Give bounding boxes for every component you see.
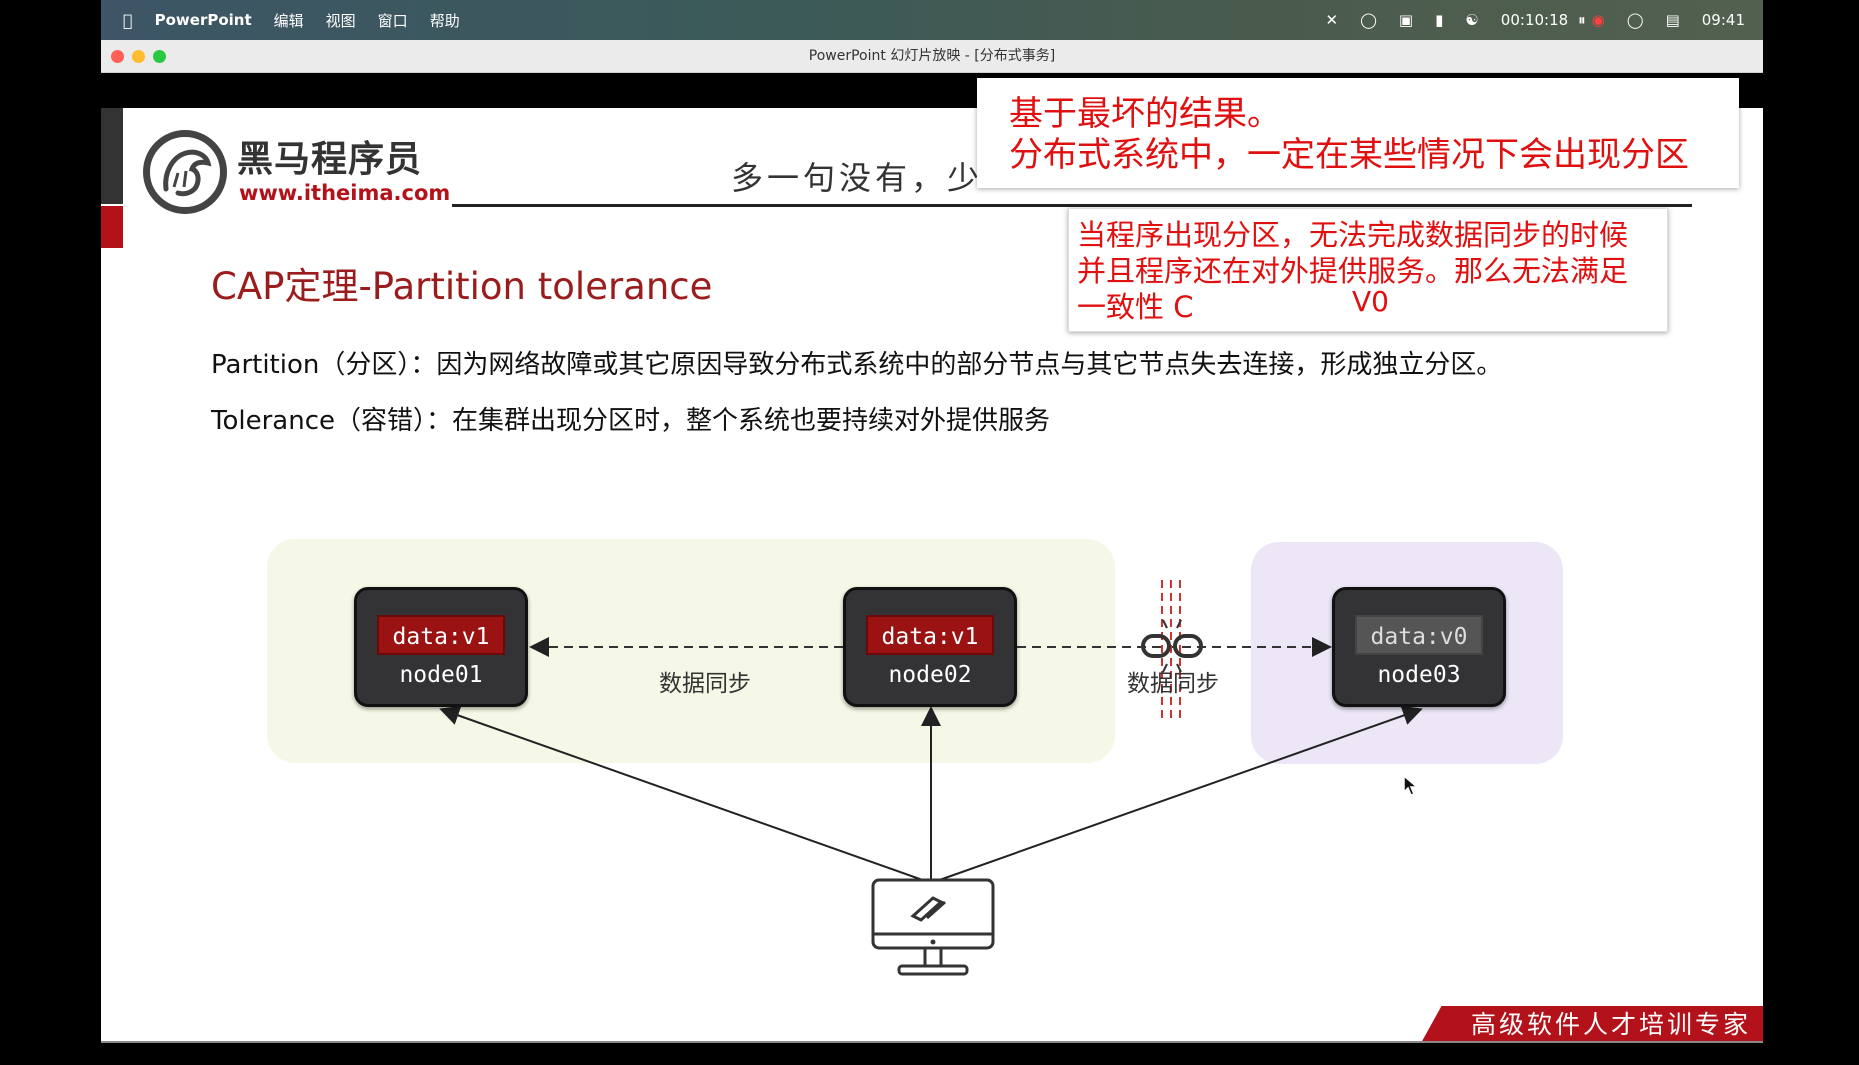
diagram-connectors xyxy=(439,580,1423,884)
timer-readout: 00:10:18 xyxy=(1500,11,1569,29)
window-title-bar: PowerPoint 幻灯片放映 - [分布式事务] xyxy=(101,40,1763,73)
sync-label-left: 数据同步 xyxy=(659,671,751,697)
pause-icon[interactable]: ⏸ xyxy=(1578,11,1586,29)
slide-side-bar-dark xyxy=(101,108,123,204)
menu-edit[interactable]: 编辑 xyxy=(264,11,304,30)
node01-box: data:v1 node01 xyxy=(354,587,528,707)
slide-side-bar-red xyxy=(101,206,123,248)
header-divider xyxy=(452,204,1692,207)
pen-off-icon[interactable]: ✕ xyxy=(1325,11,1339,29)
horse-logo-icon xyxy=(143,130,227,214)
chat-icon[interactable]: ◯ xyxy=(1360,11,1377,29)
node03-box: data:v0 node03 xyxy=(1332,587,1506,707)
logo-url: www.itheima.com xyxy=(239,181,451,205)
menu-help[interactable]: 帮助 xyxy=(420,11,460,30)
broken-link-icon xyxy=(1141,619,1203,673)
node01-label: node01 xyxy=(399,662,483,688)
control-center-icon[interactable]: ▤ xyxy=(1665,11,1680,29)
partition-barrier xyxy=(1161,580,1181,718)
annotation-consistency[interactable]: 当程序出现分区，无法完成数据同步的时候 并且程序还在对外提供服务。那么无法满足 … xyxy=(1068,208,1668,332)
menu-app-name[interactable]: PowerPoint xyxy=(145,11,252,29)
node02-data-tag: data:v1 xyxy=(866,615,994,655)
logo-text: 黑马程序员 xyxy=(237,139,423,180)
sync-app-icon[interactable]: ▣ xyxy=(1398,11,1414,29)
list-icon[interactable]: ☯ xyxy=(1465,11,1479,29)
client-arrow-to-node01 xyxy=(439,705,932,884)
handwritten-mark: V0 xyxy=(1352,285,1389,318)
node02-label: node02 xyxy=(888,662,972,688)
node02-box: data:v1 node02 xyxy=(843,587,1017,707)
menu-view[interactable]: 视图 xyxy=(316,11,356,30)
menu-bar:  PowerPoint 编辑 视图 窗口 帮助 ✕ ◯ ▣ ▮ ☯ 00:10… xyxy=(101,0,1763,40)
record-icon[interactable]: ◉ xyxy=(1591,11,1605,29)
zoom-window-button[interactable] xyxy=(153,50,166,63)
menu-window[interactable]: 窗口 xyxy=(368,11,408,30)
footer-divider xyxy=(101,1041,1763,1043)
annotation-worst-case[interactable]: 基于最坏的结果。 分布式系统中，一定在某些情况下会出现分区 xyxy=(977,78,1739,188)
footer-red-banner xyxy=(1421,1006,1763,1043)
footer-slogan: 高级软件人才培训专家 xyxy=(1471,1010,1752,1039)
status-area: ✕ ◯ ▣ ▮ ☯ 00:10:18 ⏸ ◉ ◯ ▤ 09:41 xyxy=(1304,0,1745,40)
node01-data-tag: data:v1 xyxy=(377,615,505,655)
partition-definition: Partition（分区）：因为网络故障或其它原因导致分布式系统中的部分节点与其… xyxy=(211,350,1503,380)
clock-readout: 09:41 xyxy=(1701,11,1745,29)
computer-client-icon xyxy=(871,878,995,982)
client-arrow-to-node03 xyxy=(930,705,1423,884)
apple-icon[interactable]:  xyxy=(123,11,133,30)
node03-label: node03 xyxy=(1377,662,1461,688)
battery-icon[interactable]: ▮ xyxy=(1435,11,1444,29)
close-window-button[interactable] xyxy=(111,50,124,63)
node03-data-tag: data:v0 xyxy=(1355,615,1483,655)
slide-slogan: 多一句没有，少 xyxy=(731,159,984,197)
sync-label-right: 数据同步 xyxy=(1127,671,1219,697)
bottom-backdrop xyxy=(101,1043,1763,1065)
mouse-cursor-icon xyxy=(1403,774,1420,801)
tolerance-definition: Tolerance（容错）：在集群出现分区时，整个系统也要持续对外提供服务 xyxy=(211,406,1050,436)
glasses-icon[interactable]: ◯ xyxy=(1626,11,1644,29)
slide-title: CAP定理-Partition tolerance xyxy=(211,265,713,308)
minimize-window-button[interactable] xyxy=(132,50,145,63)
window-title: PowerPoint 幻灯片放映 - [分布式事务] xyxy=(808,48,1056,64)
